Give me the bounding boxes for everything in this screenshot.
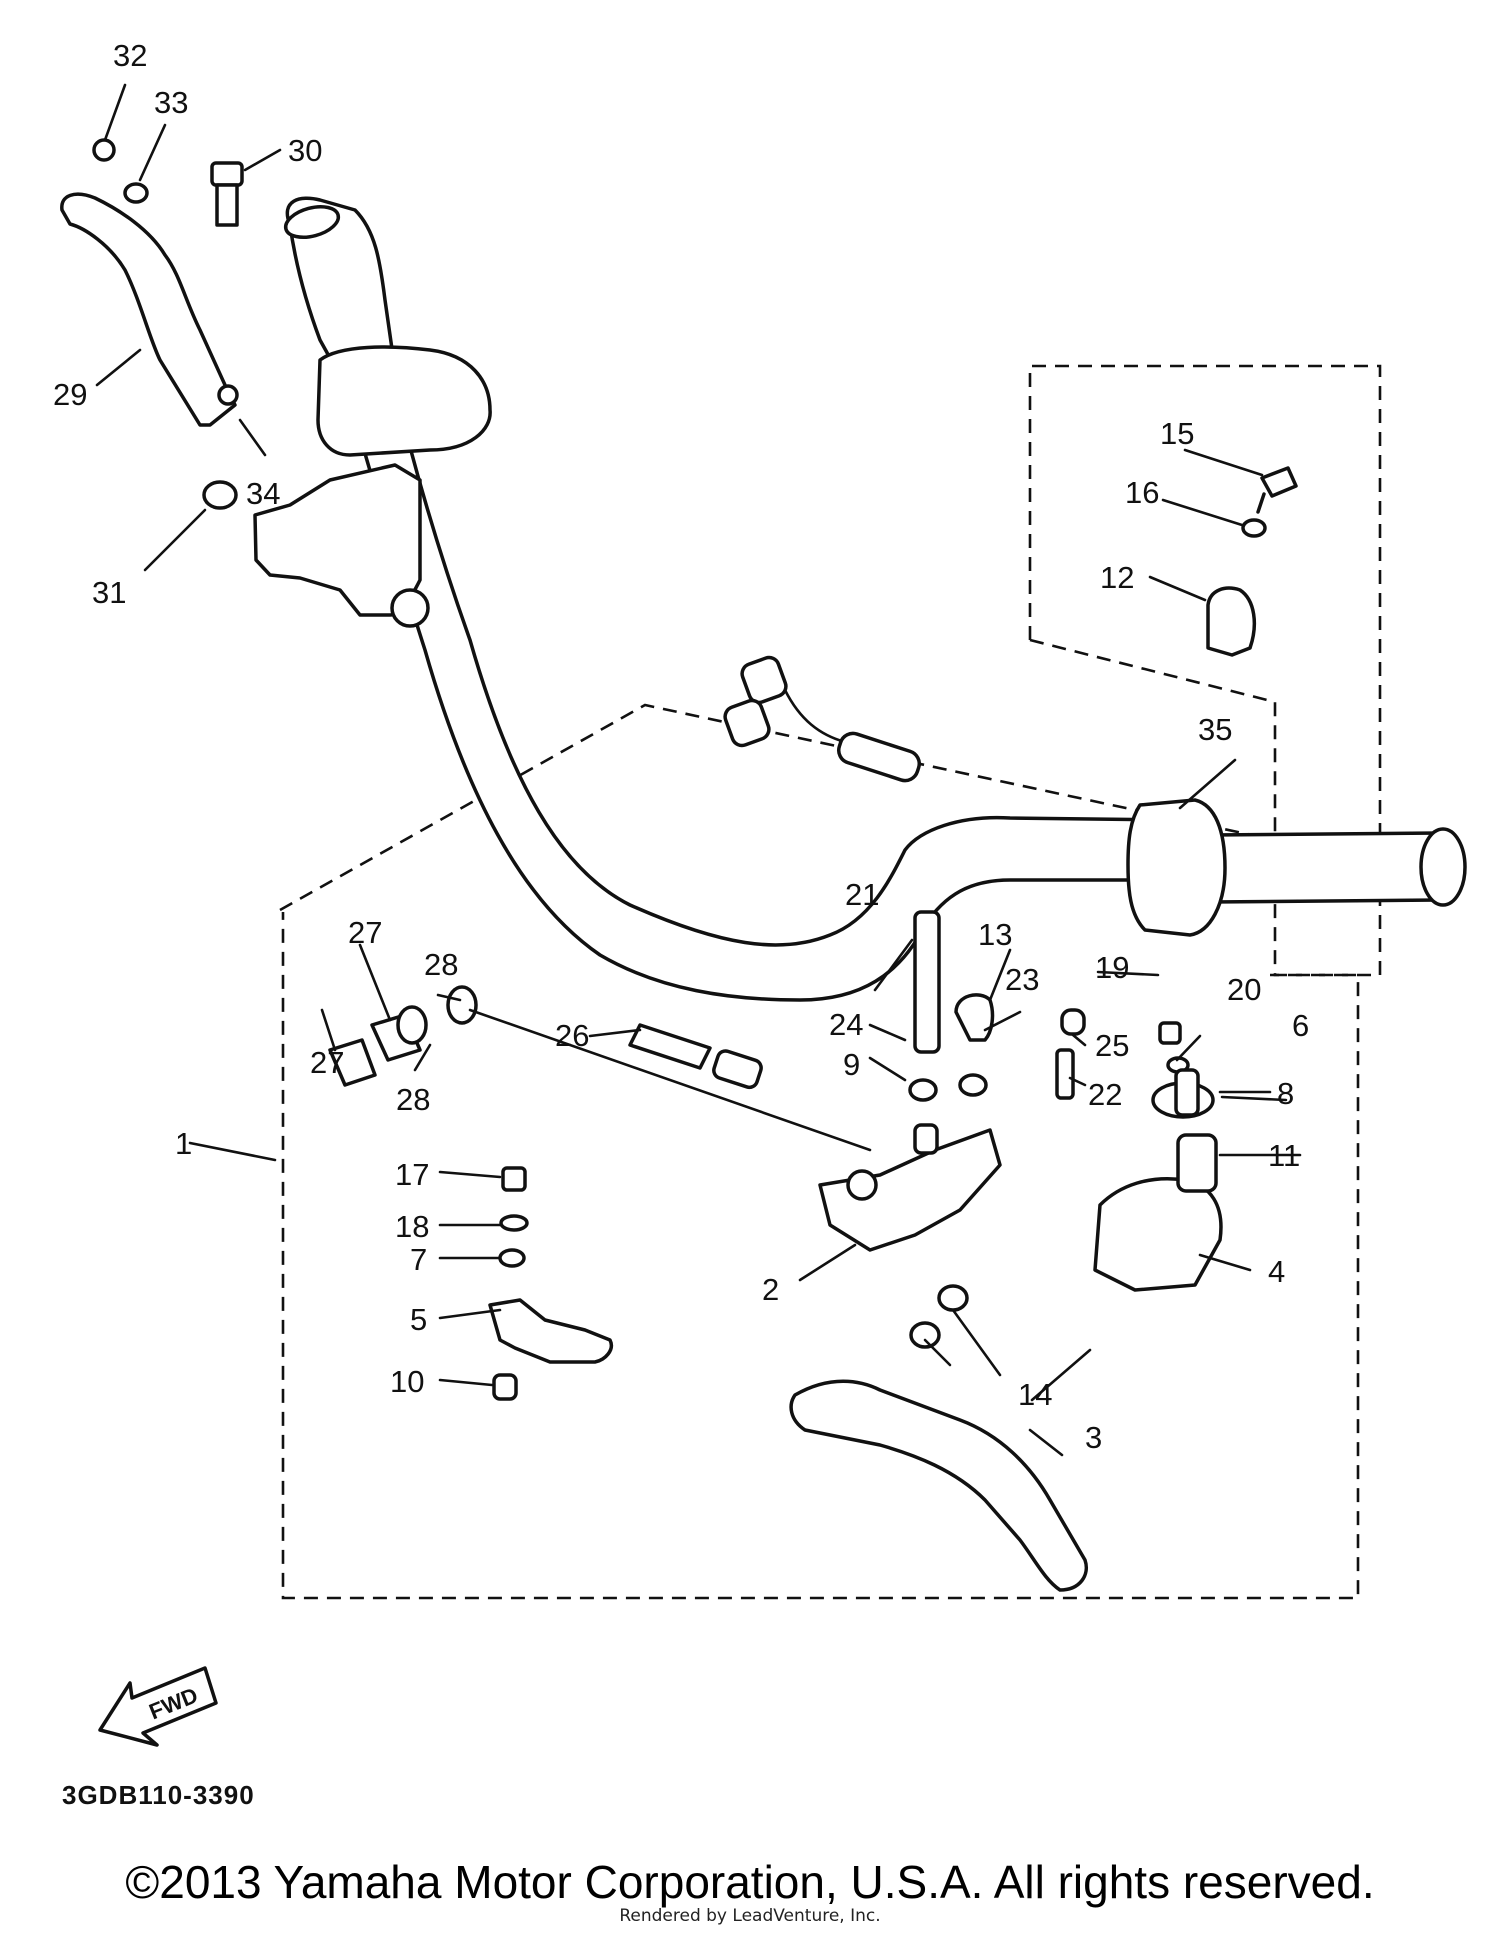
callout-4: 4 <box>1268 1254 1285 1289</box>
callout-29: 29 <box>53 377 87 412</box>
callout-18: 18 <box>395 1209 429 1244</box>
callout-10: 10 <box>390 1364 424 1399</box>
callout-17: 17 <box>395 1157 429 1192</box>
copyright-notice: ©2013 Yamaha Motor Corporation, U.S.A. A… <box>125 1856 1375 1908</box>
part-30-bolt-head <box>210 161 244 187</box>
callout-5: 5 <box>410 1302 427 1337</box>
part-33-washer <box>123 182 149 204</box>
part-14-nut-a <box>937 1284 969 1312</box>
part-7-washer <box>498 1248 526 1268</box>
part-11-spring <box>1176 1133 1218 1193</box>
part-19-screw <box>1158 1021 1182 1045</box>
part-30-bolt-shank <box>215 183 239 227</box>
part-34-spring <box>238 418 267 457</box>
callout-16: 16 <box>1125 475 1159 510</box>
part-9-bushing <box>913 1123 939 1155</box>
part-29-lever <box>60 192 237 427</box>
handlebar <box>298 218 1182 1002</box>
rendered-by-note: Rendered by LeadVenture, Inc. <box>619 1906 881 1926</box>
part-16-washer <box>1241 518 1267 538</box>
callout-labels: 32 33 30 29 34 31 15 16 12 35 21 13 23 1… <box>53 38 1309 1455</box>
part-26-wire-switch <box>628 1023 712 1070</box>
wire-connector-lower <box>723 698 771 748</box>
part-2-lever-bracket <box>818 1128 1002 1252</box>
part-18-clip <box>499 1214 529 1232</box>
part-25-cap <box>1060 1008 1086 1036</box>
part-2-boss <box>846 1169 878 1201</box>
parts-diagram: 32 33 30 29 34 31 15 16 12 35 21 13 23 1… <box>53 38 1467 1747</box>
callout-12: 12 <box>1100 560 1134 595</box>
part-34-spring-pivot <box>217 384 239 406</box>
callout-25: 25 <box>1095 1028 1129 1063</box>
callout-32: 32 <box>113 38 147 73</box>
fwd-arrow-icon: FWD <box>98 1666 218 1747</box>
part-8-plunger <box>1174 1068 1200 1117</box>
callout-7: 7 <box>410 1242 427 1277</box>
wire-connector-upper <box>740 655 788 705</box>
callout-27-top: 27 <box>348 915 382 950</box>
part-21-bolt <box>913 910 941 1054</box>
part-4-housing <box>1093 1177 1223 1292</box>
cable-line <box>468 1008 872 1152</box>
callout-8: 8 <box>1277 1076 1294 1111</box>
part-32-screw <box>92 138 116 162</box>
part-5-lever <box>488 1298 613 1364</box>
part-31-nut <box>202 480 238 510</box>
callout-27-bottom: 27 <box>310 1045 344 1080</box>
callout-28-bottom: 28 <box>396 1082 430 1117</box>
right-grip <box>1208 831 1457 904</box>
part-10-spring <box>492 1373 518 1401</box>
callout-21: 21 <box>845 877 879 912</box>
right-grip-end <box>1419 827 1467 907</box>
part-22-pin <box>1055 1048 1075 1100</box>
callout-15: 15 <box>1160 416 1194 451</box>
wire-harness <box>783 688 847 744</box>
wire-sleeve <box>837 731 921 783</box>
part-code: 3GDB110-3390 <box>62 1780 255 1810</box>
left-grip-end <box>283 205 341 239</box>
right-switch-housing <box>1126 798 1227 937</box>
callout-9: 9 <box>843 1047 860 1082</box>
callout-35: 35 <box>1198 712 1232 747</box>
part-3-lever <box>789 1379 1088 1592</box>
left-grip <box>285 196 397 387</box>
callout-20: 20 <box>1227 972 1261 1007</box>
callout-3: 3 <box>1085 1420 1102 1455</box>
callout-23: 23 <box>1005 962 1039 997</box>
part-28-locknut-b <box>446 985 478 1025</box>
part-15-screw <box>1256 466 1298 514</box>
part-17-screw <box>501 1166 527 1192</box>
part-26-switch-body <box>712 1049 763 1090</box>
callout-31: 31 <box>92 575 126 610</box>
callout-26: 26 <box>555 1018 589 1053</box>
callout-6: 6 <box>1292 1008 1309 1043</box>
callout-24: 24 <box>829 1007 863 1042</box>
callout-14: 14 <box>1018 1377 1052 1412</box>
part-28-locknut-a <box>396 1005 428 1045</box>
callout-11: 11 <box>1268 1138 1300 1173</box>
callout-13: 13 <box>978 917 1012 952</box>
part-13-pin <box>954 993 995 1042</box>
left-switch-housing <box>316 345 492 457</box>
callout-28-top: 28 <box>424 947 458 982</box>
part-12-clamp <box>1206 586 1257 657</box>
left-perch-boss <box>390 588 430 628</box>
part-27-adjuster-a <box>328 1038 377 1087</box>
callout-33: 33 <box>154 85 188 120</box>
part-23-washer <box>958 1073 988 1097</box>
part-14-nut-b <box>909 1321 941 1349</box>
callout-1: 1 <box>175 1126 192 1161</box>
callout-30: 30 <box>288 133 322 168</box>
part-24-washer <box>908 1078 938 1102</box>
callout-22: 22 <box>1088 1077 1122 1112</box>
callout-2: 2 <box>762 1272 779 1307</box>
callout-34: 34 <box>246 476 280 511</box>
callout-19: 19 <box>1095 950 1129 985</box>
leader-lines <box>95 83 1302 1457</box>
